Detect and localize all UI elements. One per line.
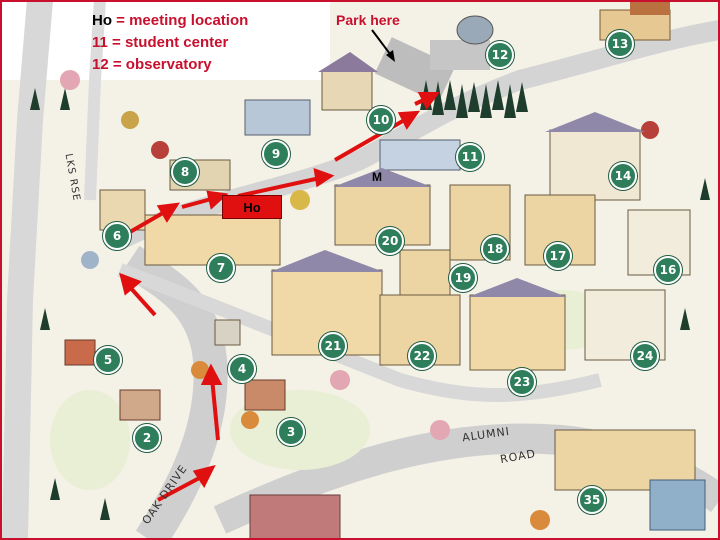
- observatory-dome: [456, 15, 494, 45]
- building-20-roof: [333, 168, 432, 187]
- parking-lot: [430, 40, 490, 70]
- building-13-roof: [630, 0, 670, 15]
- legend-line-meeting: Ho = meeting location: [92, 10, 248, 32]
- building-11: [379, 139, 461, 171]
- building-marker-20[interactable]: 20: [376, 227, 404, 255]
- building-14-roof: [545, 112, 645, 132]
- park-here-label: Park here: [336, 12, 400, 28]
- arrow-head: [156, 202, 180, 223]
- legend-meeting-text: = meeting location: [112, 12, 249, 29]
- building-2: [119, 389, 161, 421]
- building-marker-17[interactable]: 17: [544, 242, 572, 270]
- building-marker-23[interactable]: 23: [508, 368, 536, 396]
- building-10-roof: [318, 52, 378, 72]
- meeting-location-marker[interactable]: Ho: [222, 195, 282, 219]
- park-pointer-head: [386, 50, 395, 62]
- building-21-roof: [270, 250, 384, 272]
- legend-key-ho: Ho: [92, 12, 112, 29]
- building-marker-22[interactable]: 22: [408, 342, 436, 370]
- building-marker-13[interactable]: 13: [606, 30, 634, 58]
- parking-lot: [374, 37, 456, 103]
- arrow: [334, 116, 409, 162]
- arrow-head: [192, 465, 216, 488]
- arrow: [126, 283, 157, 317]
- legend-line-student-center: 11 = student center: [92, 34, 229, 51]
- route-arrows: [119, 92, 440, 502]
- building-marker-12[interactable]: 12: [486, 41, 514, 69]
- m-label: M: [372, 170, 382, 184]
- building-marker-9[interactable]: 9: [262, 140, 290, 168]
- building-marker-18[interactable]: 18: [481, 235, 509, 263]
- building-10: [321, 69, 373, 111]
- left-road: [2, 0, 53, 540]
- upper-left-road: [84, 0, 106, 201]
- building-marker-10[interactable]: 10: [367, 106, 395, 134]
- building-5: [64, 339, 96, 366]
- building-3: [244, 379, 286, 411]
- building-marker-5[interactable]: 5: [94, 346, 122, 374]
- building-marker-4[interactable]: 4: [228, 355, 256, 383]
- deciduous-trees: [60, 70, 659, 530]
- building-marker-2[interactable]: 2: [133, 424, 161, 452]
- building-marker-11[interactable]: 11: [456, 143, 484, 171]
- arrow-head: [200, 363, 223, 385]
- building-marker-3[interactable]: 3: [277, 418, 305, 446]
- building-18: [449, 184, 511, 261]
- building-marker-24[interactable]: 24: [631, 342, 659, 370]
- arrow-head: [206, 190, 229, 210]
- map-legend: Ho = meeting location 11 = student cente…: [92, 10, 248, 76]
- legend-background: [0, 0, 330, 80]
- building-marker-21[interactable]: 21: [319, 332, 347, 360]
- building-23-roof: [468, 278, 567, 297]
- building-marker-35[interactable]: 35: [578, 486, 606, 514]
- arrow-head: [119, 272, 142, 296]
- building-marker-7[interactable]: 7: [207, 254, 235, 282]
- arrow: [237, 176, 321, 198]
- arrow-head: [313, 167, 335, 188]
- building-marker-6[interactable]: 6: [103, 222, 131, 250]
- arrow: [210, 377, 220, 441]
- building-19: [399, 249, 451, 301]
- building-23: [469, 294, 566, 371]
- lawn: [50, 390, 130, 490]
- arrow-head: [417, 92, 440, 110]
- arrow: [157, 473, 206, 502]
- building-9: [244, 99, 311, 136]
- building-35-annex: [649, 479, 706, 531]
- legend-line-observatory: 12 = observatory: [92, 56, 212, 73]
- building-marker-16[interactable]: 16: [654, 256, 682, 284]
- building-marker-19[interactable]: 19: [449, 264, 477, 292]
- building-marker-14[interactable]: 14: [609, 162, 637, 190]
- arrow-head: [397, 110, 421, 130]
- building-marker-8[interactable]: 8: [171, 158, 199, 186]
- building-bottom: [249, 494, 341, 540]
- building-4: [214, 319, 241, 346]
